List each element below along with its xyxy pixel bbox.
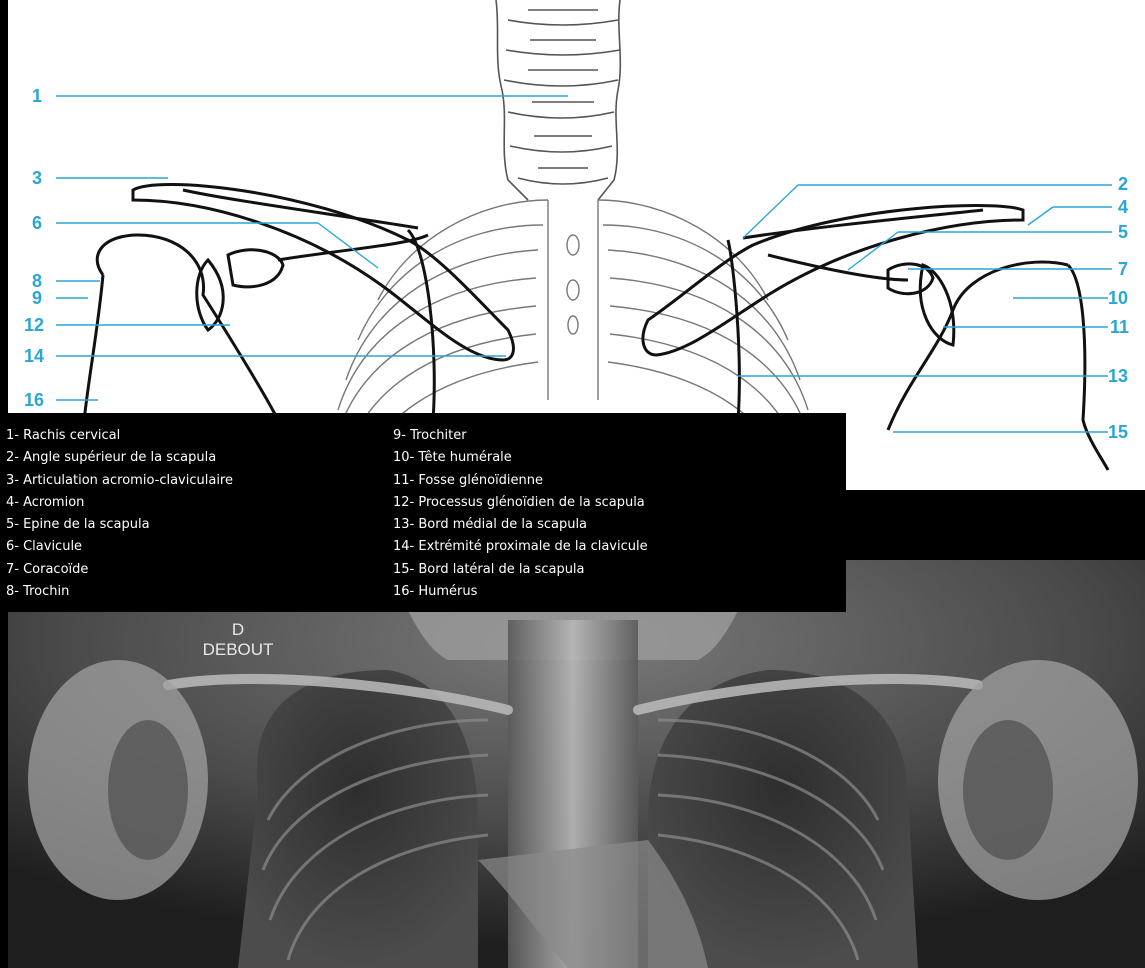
cervical-spine	[495, 0, 622, 201]
ribs-xray	[261, 718, 885, 961]
label-num-10: 10	[1108, 288, 1129, 308]
xray-image	[8, 560, 1145, 968]
legend-item: 8- Trochin	[6, 584, 70, 600]
label-num-1: 1	[32, 86, 43, 106]
label-num-9: 9	[32, 288, 43, 308]
left-coracoid	[886, 262, 935, 296]
legend-item: 13- Bord médial de la scapula	[393, 517, 588, 533]
legend-column-right: 9- Trochiter 10- Tête humérale 11- Fosse…	[393, 425, 648, 603]
legend-item: 9- Trochiter	[393, 428, 467, 443]
legend-item: 12- Processus glénoïdien de la scapula	[393, 494, 645, 510]
label-num-12: 12	[24, 315, 45, 335]
heart-shadow	[478, 840, 708, 968]
left-medial-border	[726, 239, 741, 421]
left-clavicle	[641, 204, 1025, 357]
label-num-3: 3	[32, 168, 43, 188]
legend-item: 16- Humérus	[393, 584, 478, 600]
legend-item: 6- Clavicule	[6, 539, 83, 555]
clavicles-xray	[163, 674, 983, 715]
legend-item: 5- Epine de la scapula	[6, 517, 150, 533]
xray-side-marker: D	[231, 620, 245, 639]
legend-item: 14- Extrémité proximale de la clavicule	[393, 539, 648, 555]
label-num-6: 6	[32, 213, 43, 233]
label-num-2: 2	[1118, 174, 1129, 194]
xray-position-label: DEBOUT	[202, 640, 274, 659]
legend: 1- Rachis cervical 2- Angle supérieur de…	[0, 413, 846, 612]
label-num-4: 4	[1118, 197, 1129, 217]
label-num-16: 16	[24, 390, 45, 410]
left-humeral-head	[1066, 263, 1110, 471]
legend-item: 2- Angle supérieur de la scapula	[6, 450, 217, 466]
right-lung	[238, 670, 478, 968]
label-num-15: 15	[1108, 422, 1129, 442]
label-num-11: 11	[1110, 317, 1130, 337]
scapulae-and-clavicles	[81, 182, 1110, 471]
right-clavicle	[131, 182, 515, 362]
legend-item: 11- Fosse glénoïdienne	[393, 472, 544, 488]
leader-lines	[56, 95, 1112, 433]
legend-item: 1- Rachis cervical	[6, 428, 121, 443]
label-num-5: 5	[1118, 222, 1129, 242]
chest-xray: D DEBOUT	[8, 560, 1145, 968]
right-humeral-head	[95, 233, 280, 421]
right-coracoid	[226, 248, 285, 289]
label-num-8: 8	[32, 271, 43, 291]
legend-item: 4- Acromion	[6, 494, 85, 510]
legend-item: 3- Articulation acromio-claviculaire	[6, 472, 233, 488]
legend-column-left: 1- Rachis cervical 2- Angle supérieur de…	[6, 425, 233, 603]
left-lung	[648, 670, 918, 968]
label-num-14: 14	[24, 346, 45, 366]
right-glenoid	[195, 257, 225, 333]
label-num-7: 7	[1118, 259, 1129, 279]
legend-item: 15- Bord latéral de la scapula	[393, 561, 585, 577]
left-glenoid	[918, 263, 956, 347]
legend-item: 7- Coracoïde	[6, 561, 89, 577]
legend-item: 10- Tête humérale	[393, 450, 512, 466]
label-num-13: 13	[1108, 366, 1129, 386]
